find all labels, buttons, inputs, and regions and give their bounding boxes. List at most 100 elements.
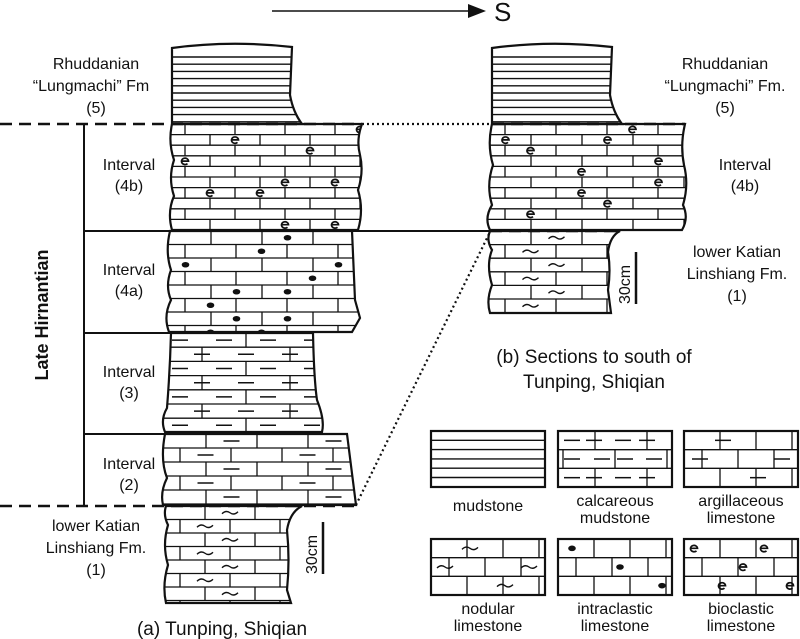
intraclast-dot	[334, 261, 343, 268]
section-b-unit-4b-outline	[486, 122, 688, 232]
legend-label: calcareous	[576, 493, 653, 510]
nodule-wave	[520, 565, 538, 569]
bioclast-symbol	[180, 157, 190, 166]
label-line: (2)	[119, 477, 139, 494]
nodule-wave	[548, 235, 565, 240]
intraclast-dot	[283, 288, 292, 295]
section-a-unit-4b-pattern	[132, 124, 389, 230]
intraclast-dot	[257, 329, 266, 332]
legend-label: nodular	[461, 601, 515, 618]
label-line: (3)	[119, 385, 139, 402]
legend-label: argillaceous	[698, 493, 783, 510]
label-line: (4a)	[115, 283, 143, 300]
section-b-outlines	[486, 42, 688, 315]
bioclast-symbol	[451, 201, 458, 207]
section-a-caption: (a) Tunping, Shiqian	[137, 619, 307, 639]
nodule-wave	[122, 592, 138, 595]
label-line: (4b)	[115, 178, 143, 195]
bioclast-symbol	[451, 179, 458, 185]
label-line: (4b)	[731, 178, 759, 195]
section-a-unit-3-label: Interval (3)	[103, 364, 155, 402]
nodule-wave	[197, 606, 213, 609]
legend-label: limestone	[581, 618, 650, 635]
bioclast-symbol	[305, 146, 315, 155]
direction-label: S	[494, 0, 511, 27]
section-b-unit-4b-label: Interval (4b)	[719, 157, 771, 195]
legend-label: limestone	[707, 618, 776, 635]
stage-label-late-hirnantian: Late Hirnantian	[32, 249, 52, 380]
section-a-unit-4a-label: Interval (4a)	[103, 262, 155, 300]
intraclast-dot	[658, 582, 666, 589]
label-line: (1)	[727, 288, 747, 305]
bioclast-symbol	[132, 201, 139, 207]
nodule-wave	[522, 303, 539, 308]
boundary-lines	[0, 122, 685, 508]
caption-line: Tunping, Shiqian	[523, 372, 665, 393]
nodule-wave	[221, 591, 239, 596]
legend-box	[682, 537, 800, 597]
nodule-wave	[625, 250, 641, 253]
section-a-unit-2-label: Interval (2)	[103, 456, 155, 494]
nodule-wave	[522, 276, 539, 281]
bioclast-symbol	[717, 581, 727, 590]
caption-line: (b) Sections to south of	[496, 347, 692, 368]
section-a-unit-1-label: lower Katian Linshiang Fm. (1)	[46, 518, 147, 579]
bioclast-symbol	[255, 189, 265, 198]
legend-box	[429, 429, 547, 489]
label-line: (5)	[715, 100, 735, 117]
legend-item-mudstone: mudstone	[429, 429, 547, 515]
bioclast-symbol	[759, 544, 769, 553]
bioclast-symbol	[501, 136, 510, 145]
intraclast-dot	[283, 234, 292, 241]
bioclast-symbol	[280, 178, 290, 187]
intraclast-dot	[568, 545, 576, 552]
nodule-wave	[122, 511, 138, 514]
section-b-unit-4b-pattern	[451, 124, 687, 230]
bioclast-symbol	[689, 544, 699, 553]
bioclast-symbol	[382, 137, 389, 143]
section-b-unit-5-outline	[490, 42, 625, 126]
intraclast-dot	[232, 288, 241, 295]
label-line: lower Katian	[693, 244, 781, 261]
intraclast-dot	[131, 235, 139, 241]
section-b-unit-5-pattern	[492, 56, 622, 123]
intraclast-dot	[181, 261, 190, 268]
scale-label-b: 30cm	[617, 265, 634, 304]
nodule-wave	[296, 524, 302, 529]
nodule-wave	[496, 583, 514, 588]
intraclast-dot	[359, 275, 360, 282]
label-line: Interval	[103, 364, 155, 381]
legend-box	[556, 537, 674, 597]
section-a-unit-5-outline	[170, 42, 305, 126]
legend-box	[429, 537, 547, 597]
section-a-unit-3-pattern	[162, 333, 323, 432]
nodule-wave	[221, 564, 239, 569]
legend-pattern-nodular-limestone	[431, 539, 545, 595]
bioclast-symbol	[738, 563, 748, 572]
nodule-wave	[196, 524, 214, 529]
legend-box	[682, 429, 800, 489]
nodule-wave	[447, 237, 463, 240]
nodule-wave	[196, 578, 214, 583]
bioclast-symbol	[157, 148, 164, 154]
intraclast-dot	[283, 315, 292, 322]
section-a-unit-4a-outline	[165, 229, 362, 334]
label-line: (1)	[86, 562, 106, 579]
intraclast-dot	[386, 289, 394, 295]
bioclast-symbol	[785, 581, 795, 590]
bioclast-symbol	[654, 157, 663, 166]
label-line: “Lungmachi” Fm.	[665, 78, 786, 95]
legend-box	[556, 429, 674, 489]
bioclast-symbol	[526, 146, 535, 155]
nodule-wave	[221, 510, 239, 515]
direction-arrow: S	[272, 0, 511, 27]
label-line: Interval	[103, 157, 155, 174]
nodule-wave	[548, 263, 565, 267]
bioclast-symbol	[654, 178, 663, 187]
nodule-wave	[548, 290, 565, 295]
